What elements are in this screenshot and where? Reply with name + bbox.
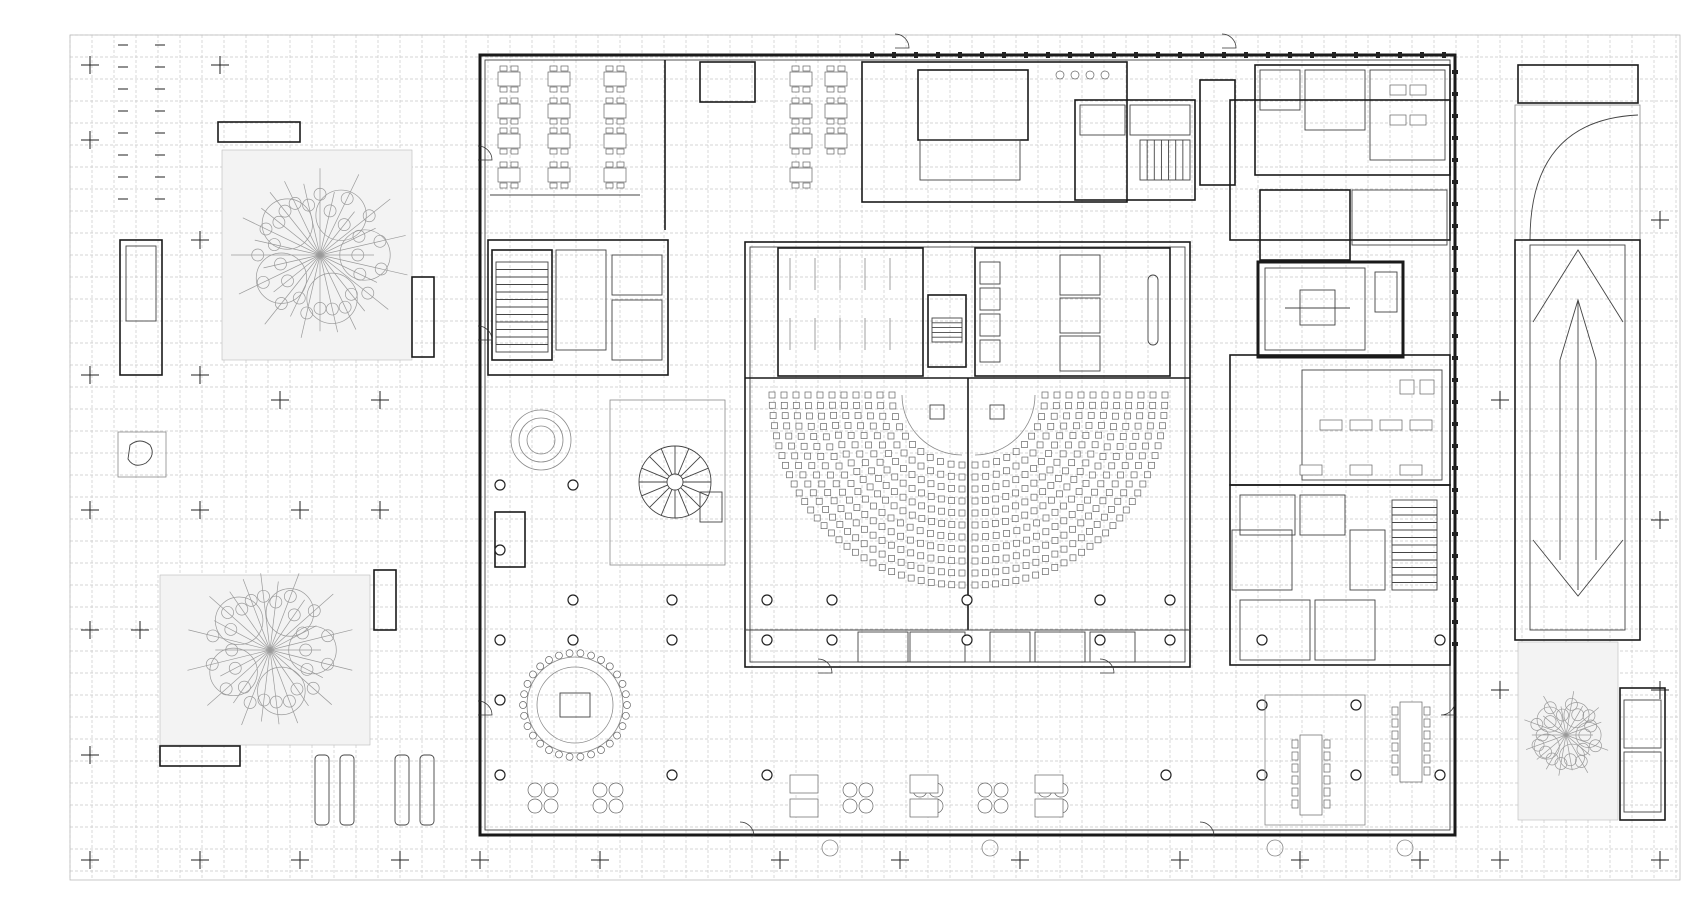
planter-west-south [159,574,371,746]
entrance-doors [477,33,1456,837]
meeting-room [1256,260,1405,359]
stair-north [1139,139,1191,181]
bench-east [411,276,435,358]
bench-rows [314,754,435,826]
auditorium-outer-wall [744,241,1191,668]
dining-tables [497,65,848,189]
lamp-posts [81,44,1669,869]
stair-east [1391,499,1438,591]
tree-east [1524,691,1609,776]
tree-west-north [231,168,408,338]
spiral-stair [609,399,726,566]
bench-west-tall-inner [125,245,157,322]
ramp [1514,239,1641,641]
office-desks-east [1299,379,1435,476]
auditorium-seating [768,391,1169,589]
offices-north [861,61,1451,203]
stair-core-west [487,239,669,376]
bench-west-tall [119,239,163,376]
west-plaza [81,44,1669,869]
bench-south [159,745,241,767]
wc-stalls [979,261,1159,363]
kiosk-north [1517,64,1639,104]
info-desk [494,511,526,568]
fountain [117,431,167,478]
columns [494,479,1446,781]
lift-core [927,294,967,368]
backstage-west [777,247,924,377]
stair-auditorium [931,317,963,343]
storage-racks [789,258,891,350]
tree-west-south [187,573,353,726]
lobby-tables [527,774,1414,857]
auditorium-back-rooms [857,631,1136,663]
main-building [477,33,1458,857]
office-desks-north [1055,70,1427,126]
facade-mullions [870,52,1458,646]
bench-north [217,121,301,143]
fountain-basin [127,440,153,466]
lounge-ring-outer [526,656,624,754]
wc-block [974,247,1171,377]
conference-tables [1291,701,1431,816]
offices-east [1229,99,1451,666]
reception-ring [510,409,572,471]
lobby [494,409,1446,857]
ramp-east [1514,64,1666,821]
kiosk-south [1619,687,1666,821]
stair-west [495,261,549,353]
bench-south-east [373,569,397,631]
auditorium [744,241,1191,668]
lounge-chairs [519,649,631,761]
dining-hall [490,60,848,230]
serving-counter [699,61,756,103]
